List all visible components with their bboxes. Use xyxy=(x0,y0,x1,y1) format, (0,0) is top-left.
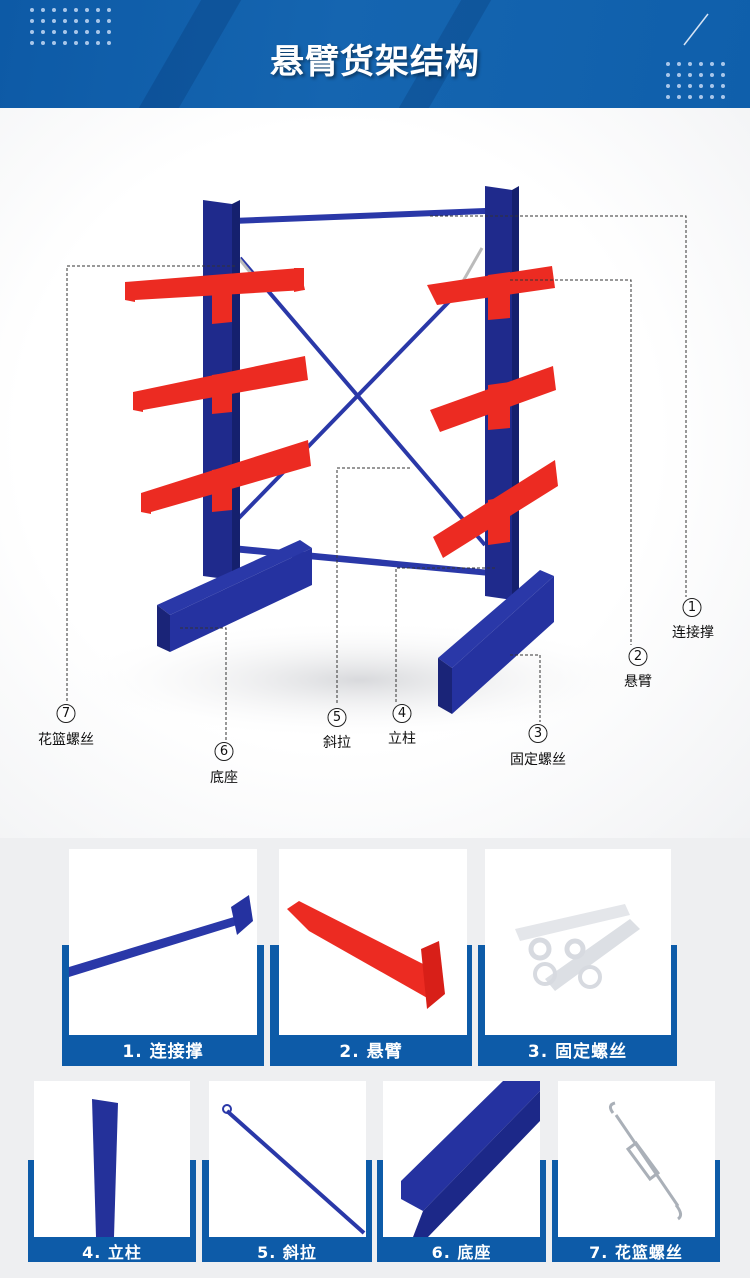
diagonal-brace-image xyxy=(222,1104,366,1235)
slash-decoration xyxy=(683,13,709,46)
page-title: 悬臂货架结构 xyxy=(270,42,480,82)
turnbuckle-image xyxy=(608,1101,683,1221)
leader-lines xyxy=(66,215,687,740)
cantilever-rack-illustration xyxy=(60,186,687,740)
structure-diagram: 1 连接撑 2 悬臂 3 固定螺丝 4 立柱 5 斜拉 6 底座 7 花篮螺丝 xyxy=(0,108,750,838)
cantilever-arm xyxy=(125,268,311,514)
upright-image xyxy=(92,1099,118,1237)
dot-pattern-left xyxy=(30,8,111,45)
header-banner: 悬臂货架结构 xyxy=(0,0,750,108)
dot-pattern-right xyxy=(666,62,725,99)
arm-image xyxy=(287,901,445,1009)
connecting-brace xyxy=(232,208,485,224)
diagonal-brace xyxy=(238,256,487,547)
base-image xyxy=(401,1081,540,1237)
connecting-brace-image xyxy=(69,895,253,977)
bolts-image xyxy=(515,904,640,991)
base xyxy=(157,540,312,615)
